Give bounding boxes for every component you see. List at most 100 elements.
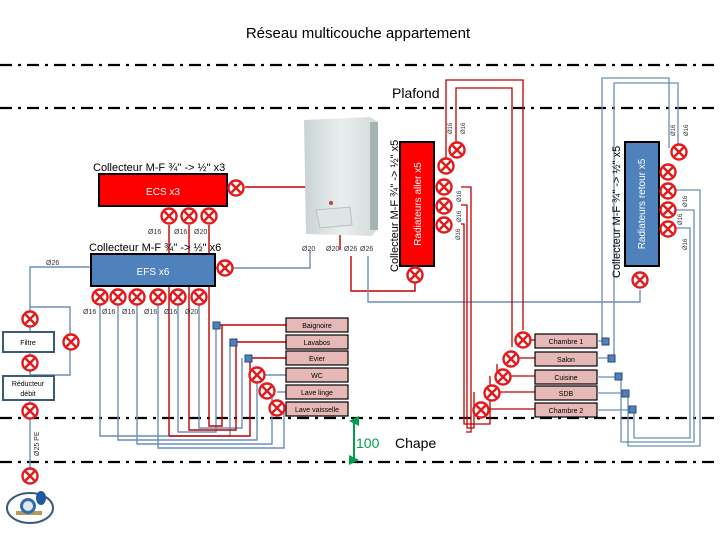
- fixture-list: Baignoire Lavabos Evier WC Lave linge La…: [285, 317, 349, 417]
- rad-return-valve-icon[interactable]: [659, 220, 677, 238]
- rad-supply-manifold: [399, 141, 435, 267]
- fixture-box: [285, 367, 349, 383]
- ceiling-label: Plafond: [392, 85, 439, 101]
- efs-outlet-diameter-5: Ø16: [164, 309, 177, 316]
- room-return-fitting-icon[interactable]: [601, 337, 610, 346]
- diagram-title: Réseau multicouche appartement: [246, 25, 471, 42]
- fixture-mixer-icon[interactable]: [212, 321, 221, 330]
- efs-outlet-diameter-6: Ø20: [185, 309, 198, 316]
- efs-outlet-diameter-4: Ø16: [144, 309, 157, 316]
- efs-outlet-valve-6-icon[interactable]: [190, 288, 208, 306]
- efs-manifold: [90, 253, 216, 287]
- rad-supply-valve-icon[interactable]: [435, 216, 453, 234]
- rad-supply-diameter-1: Ø16: [448, 122, 454, 134]
- ecs-outlet-valve-1-icon[interactable]: [160, 207, 178, 225]
- rad-supply-inlet-valve-icon[interactable]: [406, 266, 424, 284]
- boiler-connection-4: Ø26: [360, 246, 373, 253]
- cold-fixture-links: [263, 374, 286, 393]
- boiler-connection-2: Ø20: [326, 246, 339, 253]
- ecs-outlet-diameter-2: Ø16: [174, 229, 187, 236]
- efs-manifold-caption: Collecteur M-F ¾" -> ½" x6: [89, 242, 221, 254]
- rad-return-valve-icon[interactable]: [659, 163, 677, 181]
- rad-return-label: Radiateurs retour x5: [637, 158, 648, 249]
- rad-supply-caption: Collecteur M-F ¾" -> ½" x5: [389, 140, 401, 272]
- ecs-manifold-caption: Collecteur M-F ¾" -> ½" x3: [93, 162, 225, 174]
- ecs-outlet-valve-2-icon[interactable]: [180, 207, 198, 225]
- cold-water-lines: [99, 250, 311, 449]
- room-supply-valve-icon[interactable]: [472, 401, 490, 419]
- efs-outlet-valve-1-icon[interactable]: [91, 288, 109, 306]
- rad-return-outlet-valve-icon[interactable]: [631, 271, 649, 289]
- room-label: Salon: [557, 357, 575, 364]
- room-supply-valve-icon[interactable]: [494, 368, 512, 386]
- room-return-fitting-icon[interactable]: [614, 372, 623, 381]
- fixture-label: Baignoire: [302, 323, 332, 330]
- boiler-connection-3: Ø26: [344, 246, 357, 253]
- meter-valve-icon[interactable]: [21, 467, 39, 485]
- room-return-fitting-icon[interactable]: [628, 405, 637, 414]
- radiator-return-lines: [597, 77, 701, 447]
- filter-box: [2, 331, 55, 353]
- reducer-outlet-valve-icon[interactable]: [21, 402, 39, 420]
- filter-bypass-valve-icon[interactable]: [62, 333, 80, 351]
- ecs-manifold-label: ECS x3: [146, 187, 180, 198]
- efs-outlet-valve-2-icon[interactable]: [109, 288, 127, 306]
- wc-valve-icon[interactable]: [248, 366, 266, 384]
- fixture-box: [285, 317, 349, 333]
- rad-return-diameter-4: Ø16: [678, 213, 684, 225]
- washing-machine-valve-icon[interactable]: [258, 382, 276, 400]
- rad-return-valve-icon[interactable]: [659, 201, 677, 219]
- flow-reducer-label-2: débit: [20, 391, 35, 398]
- rad-return-valve-icon[interactable]: [670, 143, 688, 161]
- fixture-box: [285, 401, 349, 417]
- zone-lines: [0, 63, 720, 464]
- rad-return-diameter-1: Ø16: [671, 124, 677, 136]
- rad-return-caption: Collecteur M-F ¾" -> ½" x5: [611, 146, 623, 278]
- room-return-fitting-icon[interactable]: [621, 389, 630, 398]
- rad-supply-diameter-5: Ø16: [456, 228, 462, 240]
- room-return-fitting-icon[interactable]: [607, 354, 616, 363]
- dishwasher-valve-icon[interactable]: [268, 399, 286, 417]
- filter-outlet-valve-icon[interactable]: [21, 354, 39, 372]
- room-supply-valve-icon[interactable]: [483, 384, 501, 402]
- rad-supply-valve-icon[interactable]: [448, 141, 466, 159]
- rad-supply-valve-icon[interactable]: [437, 157, 455, 175]
- room-label: SDB: [559, 391, 574, 398]
- filter-inlet-valve-icon[interactable]: [21, 310, 39, 328]
- efs-outlet-valve-3-icon[interactable]: [128, 288, 146, 306]
- rad-return-diameter-5: Ø16: [683, 238, 689, 250]
- efs-inlet-valve-icon[interactable]: [216, 259, 234, 277]
- room-supply-valve-icon[interactable]: [502, 350, 520, 368]
- screed-label: Chape: [395, 435, 436, 451]
- flow-reducer-box: [2, 375, 55, 401]
- room-label: Chambre 2: [549, 408, 584, 415]
- rad-supply-valve-icon[interactable]: [435, 197, 453, 215]
- radiator-supply-lines: [445, 79, 535, 433]
- efs-outlet-diameter-3: Ø16: [122, 309, 135, 316]
- room-supply-valve-icon[interactable]: [514, 331, 532, 349]
- ecs-outlet-diameter-1: Ø16: [148, 229, 161, 236]
- room-label: Cuisine: [554, 375, 577, 382]
- rad-return-diameter-3: Ø16: [683, 195, 689, 207]
- fixture-label: Lavabos: [304, 340, 331, 347]
- rad-supply-valve-icon[interactable]: [435, 178, 453, 196]
- efs-outlet-valve-5-icon[interactable]: [169, 288, 187, 306]
- efs-outlet-valve-4-icon[interactable]: [149, 288, 167, 306]
- ecs-outlet-diameter-3: Ø20: [194, 229, 207, 236]
- boiler-heating-lines: [350, 256, 641, 303]
- fixture-mixer-icon[interactable]: [244, 354, 253, 363]
- fixture-label: WC: [311, 373, 323, 380]
- rad-return-diameter-2: Ø16: [684, 124, 690, 136]
- rad-supply-diameter-2: Ø16: [461, 122, 467, 134]
- fixture-box: [285, 334, 349, 350]
- fixture-label: Lave linge: [301, 390, 333, 397]
- boiler-icon: [304, 117, 378, 236]
- fixture-mixer-icon[interactable]: [229, 338, 238, 347]
- ecs-outlet-valve-3-icon[interactable]: [200, 207, 218, 225]
- efs-outlet-diameter-2: Ø16: [102, 309, 115, 316]
- ecs-inlet-valve-icon[interactable]: [227, 179, 245, 197]
- rad-return-valve-icon[interactable]: [659, 182, 677, 200]
- fixture-label: Lave vaisselle: [295, 407, 339, 414]
- filter-label: Filtre: [20, 340, 36, 347]
